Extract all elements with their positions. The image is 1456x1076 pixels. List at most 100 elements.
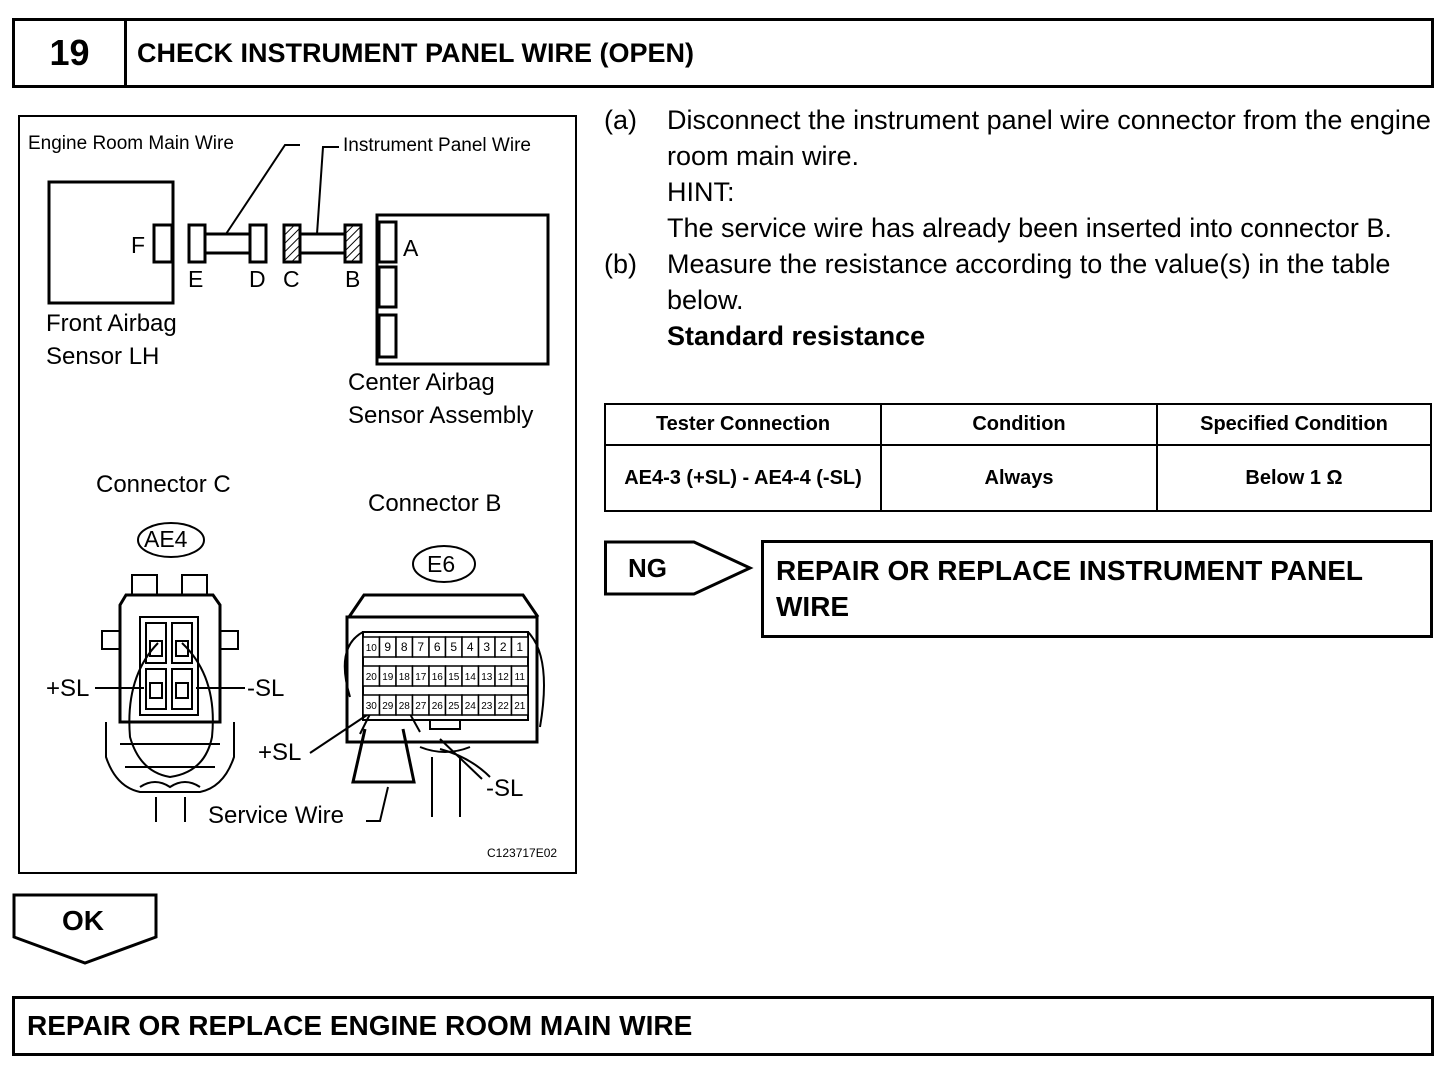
ng-label: NG — [628, 553, 667, 583]
connector-a-3 — [377, 313, 398, 359]
figure-code: C123717E02 — [487, 846, 558, 860]
e6-code-oval — [412, 545, 476, 583]
pin-label: 10 — [366, 643, 378, 654]
connector-b-title: Connector B — [368, 490, 502, 517]
front-airbag-label-2: Sensor LH — [46, 343, 160, 370]
pin-label: 29 — [382, 701, 394, 712]
plus-sl-label-c: +SL — [46, 675, 90, 702]
letter-e: E — [188, 266, 204, 292]
pin-label: 14 — [465, 672, 477, 683]
pin-label: 3 — [483, 640, 490, 654]
column-header: Tester Connection — [604, 403, 882, 446]
ng-arrow — [604, 540, 754, 596]
pin-label: 20 — [366, 672, 378, 683]
connector-b — [343, 223, 363, 264]
engine-room-leader — [225, 144, 300, 235]
table-cell: Always — [880, 444, 1158, 512]
pin-label: 8 — [401, 640, 408, 654]
pin-label: 17 — [415, 672, 427, 683]
letter-c: C — [283, 266, 300, 292]
step-number: 19 — [15, 21, 127, 85]
step-header: 19 CHECK INSTRUMENT PANEL WIRE (OPEN) — [12, 18, 1434, 88]
pin-cell — [510, 636, 529, 658]
connector-a-1 — [377, 220, 398, 264]
minus-sl-label-b: -SL — [486, 775, 524, 802]
table-cell: AE4-3 (+SL) - AE4-4 (-SL) — [604, 444, 882, 512]
connector-c-code: AE4 — [144, 526, 188, 552]
ae4-code-oval — [137, 522, 205, 558]
connector-b-top — [347, 593, 540, 618]
instrument-panel-leader — [316, 146, 339, 235]
letter-a: A — [403, 235, 419, 261]
connector-c — [282, 223, 302, 264]
pin-label: 4 — [467, 640, 474, 654]
pin-label: 19 — [382, 672, 394, 683]
pin-label: 27 — [415, 701, 427, 712]
pin-label: 24 — [465, 701, 477, 712]
connector-d — [248, 223, 268, 264]
plus-sl-label-b: +SL — [258, 739, 302, 766]
pin-label: 1 — [516, 640, 523, 654]
pin-cell — [510, 694, 529, 716]
column-header: Specified Condition — [1156, 403, 1432, 446]
column-header: Condition — [880, 403, 1158, 446]
pin-label: 23 — [481, 701, 493, 712]
hint-text: The service wire has already been insert… — [667, 213, 1392, 243]
pin-label: 16 — [432, 672, 444, 683]
step-a-letter: (a) — [604, 105, 637, 135]
step-b-text: Measure the resistance according to the … — [667, 249, 1391, 315]
pin-label: 9 — [384, 640, 391, 654]
center-airbag-label-1: Center Airbag — [348, 369, 495, 396]
pin-cell — [510, 665, 529, 687]
pin-label: 30 — [366, 701, 378, 712]
ng-result-box: REPAIR OR REPLACE INSTRUMENT PANEL WIRE — [761, 540, 1433, 638]
connector-b-code: E6 — [427, 551, 456, 577]
pin-label: 12 — [498, 672, 510, 683]
letter-f: F — [131, 232, 146, 258]
connector-f — [152, 223, 174, 264]
ng-branch: NG — [604, 540, 754, 605]
connector-e — [187, 223, 207, 264]
pin-label: 2 — [500, 640, 507, 654]
engine-room-main-wire-label: Engine Room Main Wire — [28, 133, 234, 154]
pin-label: 21 — [514, 701, 526, 712]
step-b: (b) Measure the resistance according to … — [604, 246, 1434, 354]
ok-branch: OK — [12, 893, 160, 970]
table-cell: Below 1 Ω — [1156, 444, 1432, 512]
connector-c-title: Connector C — [96, 471, 231, 498]
pin-label: 26 — [432, 701, 444, 712]
pin-label: 11 — [515, 672, 526, 683]
ok-arrow — [12, 893, 158, 965]
standard-resistance-heading: Standard resistance — [667, 321, 926, 351]
minus-sl-leader-b — [439, 738, 483, 780]
pin-label: 7 — [417, 640, 424, 654]
service-wire-leader — [366, 786, 389, 822]
ok-result-box: REPAIR OR REPLACE ENGINE ROOM MAIN WIRE — [12, 996, 1434, 1056]
step-b-letter: (b) — [604, 249, 637, 279]
step-a: (a) Disconnect the instrument panel wire… — [604, 102, 1434, 246]
pin-label: 22 — [498, 701, 510, 712]
instruction-steps: (a) Disconnect the instrument panel wire… — [604, 102, 1434, 354]
hint-label: HINT: — [667, 177, 735, 207]
pin-label: 5 — [450, 640, 457, 654]
service-wire-label: Service Wire — [208, 802, 345, 829]
pin-label: 13 — [481, 672, 493, 683]
connector-a-2 — [377, 265, 398, 309]
front-airbag-label-1: Front Airbag — [46, 310, 177, 337]
ok-label: OK — [62, 905, 104, 936]
letter-d: D — [249, 266, 266, 292]
table-row: AE4-3 (+SL) - AE4-4 (-SL) Always Below 1… — [604, 444, 1432, 512]
pin-label: 18 — [399, 672, 411, 683]
center-airbag-label-2: Sensor Assembly — [348, 402, 534, 429]
plus-sl-leader-b — [309, 712, 371, 754]
pin-label: 28 — [399, 701, 411, 712]
step-a-text: Disconnect the instrument panel wire con… — [667, 105, 1431, 171]
center-airbag-sensor-box — [375, 213, 550, 366]
pin-label: 6 — [434, 640, 441, 654]
pin-label: 15 — [448, 672, 460, 683]
letter-b: B — [345, 266, 361, 292]
minus-sl-label-c: -SL — [247, 675, 285, 702]
